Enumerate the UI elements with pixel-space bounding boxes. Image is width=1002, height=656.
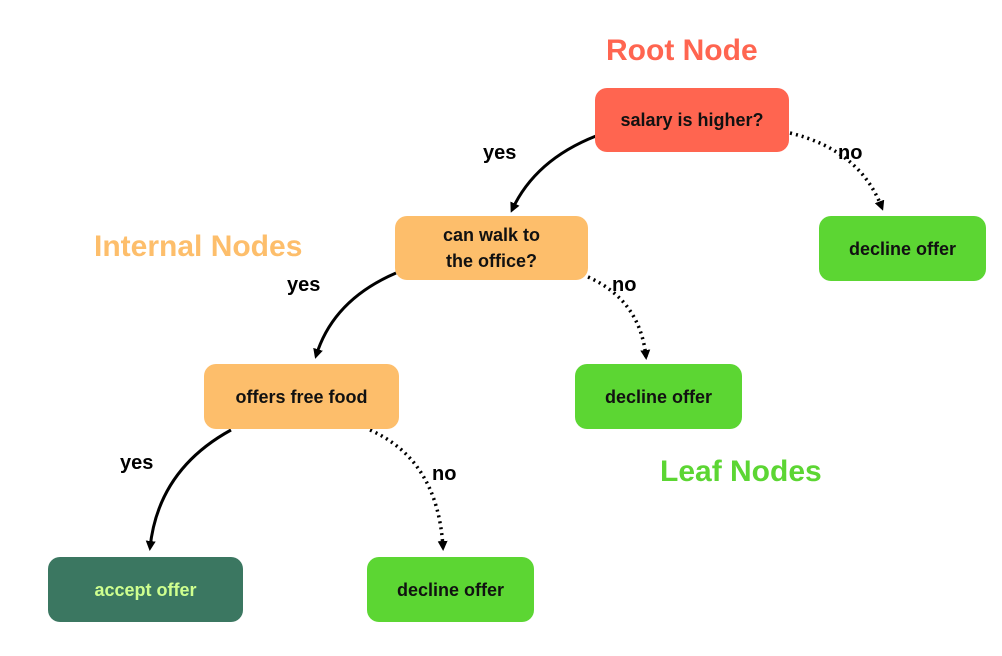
leaf-node-decline-salary: decline offer bbox=[819, 216, 986, 281]
root-node-salary: salary is higher? bbox=[595, 88, 789, 152]
leaf-node-decline-walk-text: decline offer bbox=[604, 386, 713, 407]
edge-walk-yes bbox=[313, 271, 397, 359]
leaf-node-decline-food-text: decline offer bbox=[396, 579, 505, 600]
internal-node-walk-text: can walk to the office? bbox=[442, 225, 541, 271]
root-node-text: salary is higher? bbox=[620, 110, 764, 130]
leaf-nodes-heading: Leaf Nodes bbox=[660, 455, 822, 488]
edge-label-food-yes: yes bbox=[120, 452, 154, 474]
leaf-node-decline-food: decline offer bbox=[367, 557, 534, 622]
internal-node-food-text: offers free food bbox=[235, 386, 368, 407]
edge-label-walk-no: no bbox=[612, 274, 637, 296]
edge-label-root-yes: yes bbox=[483, 142, 517, 164]
internal-nodes-heading: Internal Nodes bbox=[94, 230, 303, 263]
internal-node-food: offers free food bbox=[204, 364, 399, 429]
internal-node-walk: can walk to the office? bbox=[395, 216, 588, 280]
edge-food-yes bbox=[145, 428, 232, 551]
edge-label-root-no: no bbox=[838, 142, 863, 164]
leaf-node-accept: accept offer bbox=[48, 557, 243, 622]
leaf-node-accept-text: accept offer bbox=[94, 579, 197, 600]
edge-food-no bbox=[369, 428, 448, 551]
leaf-node-decline-salary-text: decline offer bbox=[848, 238, 957, 259]
edge-label-walk-yes: yes bbox=[287, 274, 321, 296]
leaf-node-decline-walk: decline offer bbox=[575, 364, 742, 429]
edge-root-yes bbox=[510, 134, 597, 213]
edge-label-food-no: no bbox=[432, 463, 457, 485]
edge-root-no bbox=[789, 131, 885, 211]
root-node-heading: Root Node bbox=[606, 34, 758, 67]
